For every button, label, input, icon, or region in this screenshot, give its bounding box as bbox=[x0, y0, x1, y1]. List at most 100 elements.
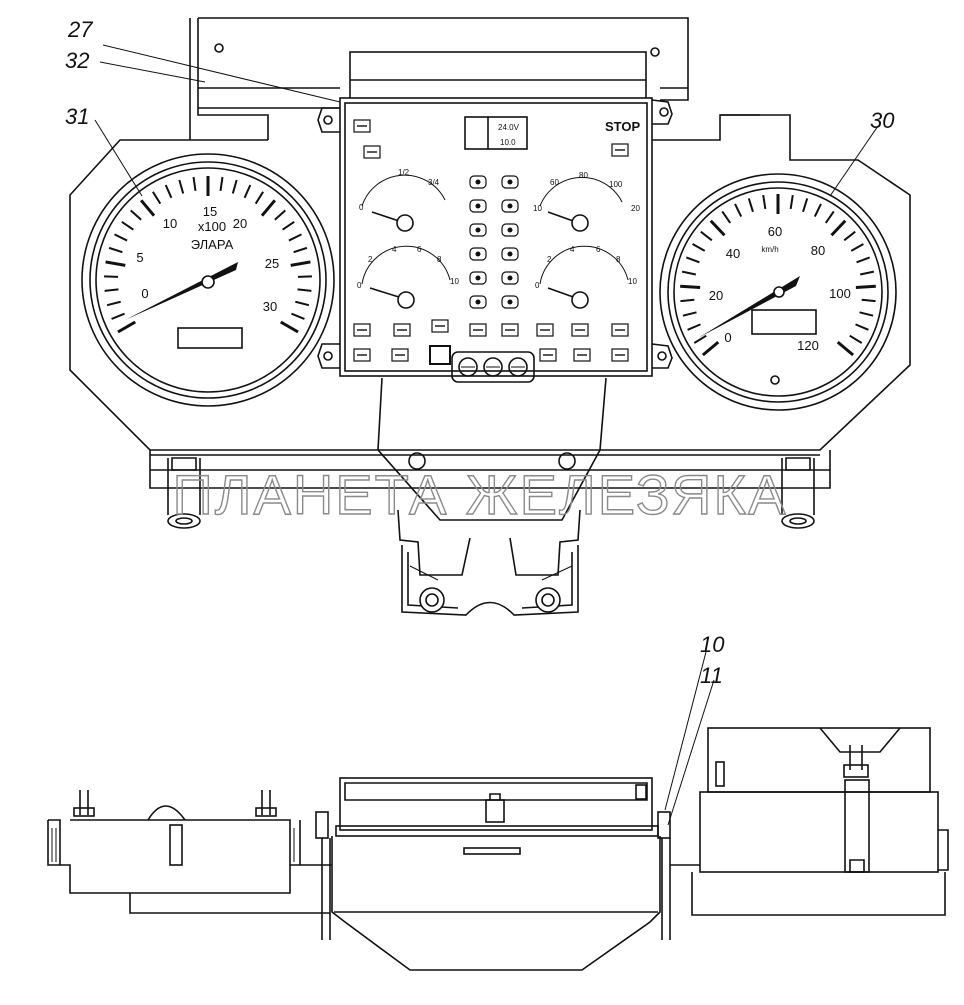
center-indicator-panel: 24.0V 10.0 STOP 0 1/2 3/4 60 80 100 10 2… bbox=[318, 52, 672, 382]
speed-tick-40: 40 bbox=[726, 246, 740, 261]
tach-tick-mark bbox=[179, 180, 183, 193]
speed-tick-mark bbox=[838, 342, 853, 355]
tach-tick-mark bbox=[275, 210, 285, 219]
tach-tick-25: 25 bbox=[265, 256, 279, 271]
tach-tick-10: 10 bbox=[163, 216, 177, 231]
speed-unit: km/h bbox=[761, 245, 778, 254]
pressure-left-6: 6 bbox=[417, 245, 422, 254]
odometer-window bbox=[752, 310, 816, 334]
warning-lamp-dot bbox=[476, 276, 481, 281]
speed-hub bbox=[774, 287, 784, 297]
fuel-label-0: 0 bbox=[359, 203, 364, 212]
temp-label-20: 20 bbox=[631, 204, 640, 213]
callout-11: 11 bbox=[700, 663, 723, 688]
speed-tick-20: 20 bbox=[709, 288, 723, 303]
callout-10: 10 bbox=[700, 632, 725, 657]
speed-tick-mark bbox=[856, 324, 869, 329]
speed-tick-mark bbox=[803, 198, 807, 211]
speed-tick-mark bbox=[722, 211, 730, 223]
callout-32: 32 bbox=[65, 48, 89, 73]
speed-tick-mark bbox=[686, 257, 699, 262]
tach-tick-mark bbox=[109, 248, 122, 252]
tach-tick-mark bbox=[141, 200, 154, 215]
tach-tick-mark bbox=[294, 248, 307, 252]
tach-tick-mark bbox=[115, 234, 128, 240]
warning-lamp-dot bbox=[508, 252, 513, 257]
pressure-right-0: 0 bbox=[535, 281, 540, 290]
speed-tick-mark bbox=[682, 272, 696, 275]
warning-lamp-dot bbox=[476, 204, 481, 209]
temp-label-80: 80 bbox=[579, 171, 588, 180]
speed-tick-mark bbox=[857, 257, 870, 262]
watermark: ПЛАНЕТА ЖЕЛЕЗЯКА bbox=[173, 463, 788, 526]
warning-lamp-dot bbox=[476, 252, 481, 257]
tach-tick-mark bbox=[118, 322, 135, 332]
speed-tick-mark bbox=[683, 312, 697, 315]
tach-tick-20: 20 bbox=[233, 216, 247, 231]
warning-lamp-dot bbox=[476, 180, 481, 185]
pressure-left-8: 8 bbox=[437, 255, 442, 264]
temp-label-10: 10 bbox=[533, 204, 542, 213]
speed-tick-0: 0 bbox=[724, 330, 731, 345]
speed-tick-mark bbox=[844, 232, 855, 241]
pressure-right-10: 10 bbox=[628, 277, 637, 286]
tach-tick-mark bbox=[291, 314, 304, 319]
speed-tick-mark bbox=[693, 244, 705, 251]
tach-tick-mark bbox=[256, 192, 263, 204]
warning-lamp-dot bbox=[476, 228, 481, 233]
warning-lamp-dot bbox=[508, 180, 513, 185]
temp-label-100: 100 bbox=[609, 180, 623, 189]
speed-tick-mark bbox=[701, 232, 712, 241]
tachometer-gauge: 0 5 10 15 20 25 30 x100 ЭЛАРА bbox=[82, 154, 334, 406]
speed-tick-mark bbox=[826, 211, 834, 223]
tach-tick-mark bbox=[107, 302, 121, 305]
pressure-left-2: 2 bbox=[368, 255, 373, 264]
speed-tick-mark bbox=[860, 272, 874, 275]
tach-tick-mark bbox=[233, 180, 237, 193]
speed-tick-mark bbox=[688, 324, 701, 329]
voltage-subreading: 10.0 bbox=[500, 138, 516, 147]
tach-tick-mark bbox=[283, 222, 295, 230]
callout-27: 27 bbox=[67, 17, 93, 42]
tach-tick-mark bbox=[289, 234, 302, 240]
speed-tick-mark bbox=[711, 221, 725, 236]
tach-multiplier: x100 bbox=[198, 219, 226, 234]
tach-brand: ЭЛАРА bbox=[191, 237, 234, 252]
speed-tick-mark bbox=[703, 342, 718, 355]
warning-lamp-dot bbox=[508, 228, 513, 233]
pressure-left-10: 10 bbox=[450, 277, 459, 286]
tach-tick-mark bbox=[221, 177, 223, 191]
warning-lamp-dot bbox=[508, 300, 513, 305]
warning-lamp-dot bbox=[508, 204, 513, 209]
fuel-label-half: 1/2 bbox=[398, 168, 410, 177]
pressure-right-8: 8 bbox=[616, 255, 621, 264]
voltage-reading: 24.0V bbox=[498, 123, 520, 132]
speed-tick-mark bbox=[680, 286, 700, 287]
pressure-right-hub bbox=[572, 292, 588, 308]
tach-tick-mark bbox=[166, 185, 172, 198]
speed-tick-mark bbox=[832, 221, 846, 236]
pressure-right-2: 2 bbox=[547, 255, 552, 264]
tach-hub bbox=[202, 276, 214, 288]
speed-tick-80: 80 bbox=[811, 243, 825, 258]
speed-tick-100: 100 bbox=[829, 286, 851, 301]
tach-tick-mark bbox=[298, 289, 312, 290]
speed-tick-mark bbox=[850, 336, 862, 343]
tach-hour-meter-window bbox=[178, 328, 242, 348]
pressure-left-hub bbox=[398, 292, 414, 308]
speedometer-gauge: 0 20 40 60 80 100 120 km/h bbox=[660, 174, 896, 410]
speed-tick-mark bbox=[862, 300, 876, 301]
tach-tick-15: 15 bbox=[203, 204, 217, 219]
speed-tick-mark bbox=[851, 244, 863, 251]
tach-tick-mark bbox=[112, 314, 125, 319]
callout-30: 30 bbox=[870, 108, 895, 133]
tach-tick-0: 0 bbox=[141, 286, 148, 301]
callout-31: 31 bbox=[65, 104, 89, 129]
speed-tick-mark bbox=[860, 312, 874, 315]
tach-tick-mark bbox=[245, 185, 251, 198]
tach-tick-mark bbox=[295, 302, 309, 305]
speedometer-ticks bbox=[680, 194, 876, 355]
fuel-gauge-hub bbox=[397, 215, 413, 231]
